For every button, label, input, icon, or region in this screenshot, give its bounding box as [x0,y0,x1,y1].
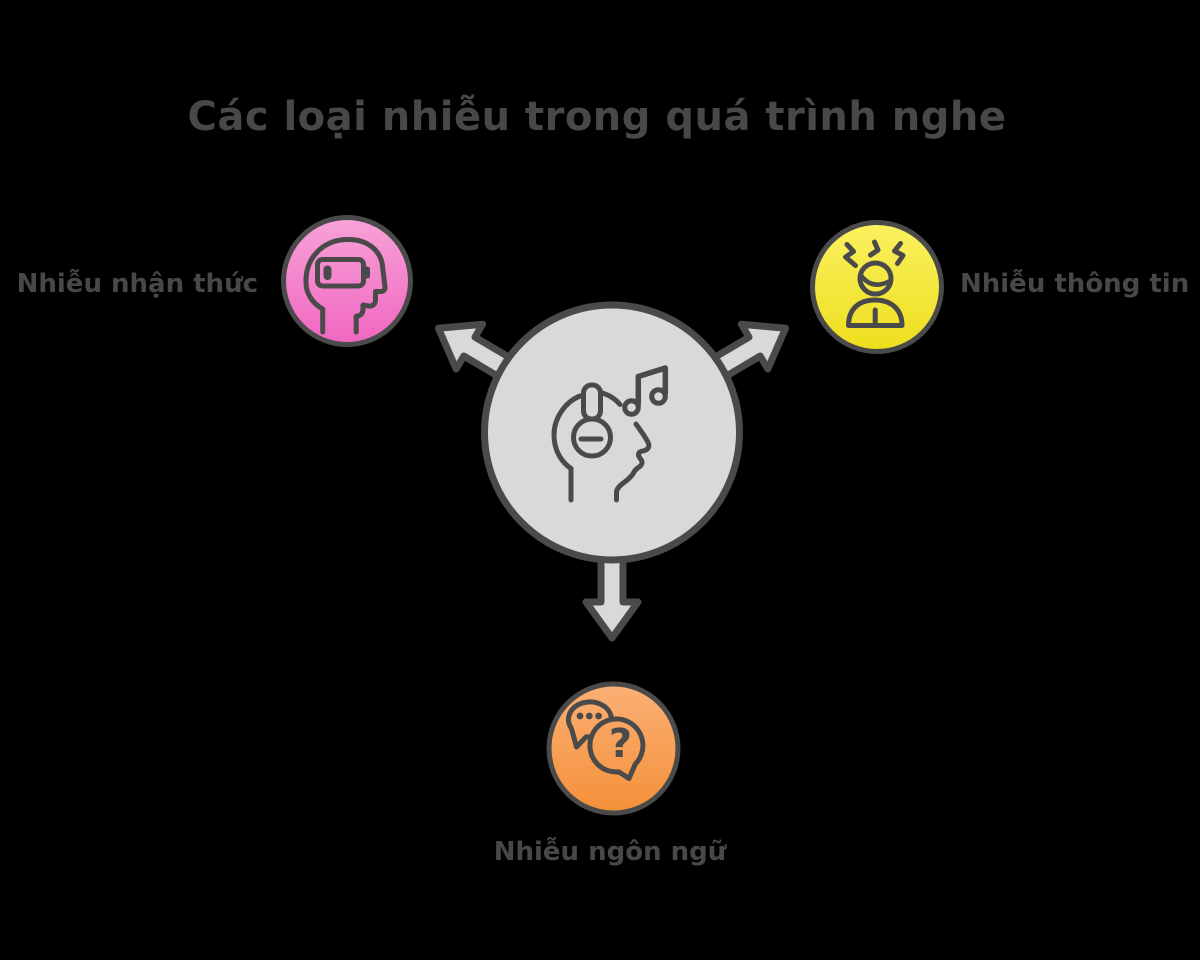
speech-bubbles-question-icon: ? [565,699,646,781]
label-language-noise: Nhiễu ngôn ngữ [493,837,727,867]
head-low-battery-icon [303,236,388,335]
headphones-listener-music-icon [551,365,669,503]
hub-node [481,301,743,564]
stressed-person-icon [843,239,906,328]
label-information-noise: Nhiễu thông tin [960,269,1190,299]
page-title: Các loại nhiễu trong quá trình nghe [187,94,1007,140]
cognitive-noise-circle [281,215,413,347]
node-information-noise [810,220,944,354]
node-cognitive-noise [281,215,413,347]
node-language-noise: ? [546,681,681,816]
label-cognitive-noise: Nhiễu nhận thức [16,269,258,299]
question-mark-glyph: ? [609,721,632,767]
